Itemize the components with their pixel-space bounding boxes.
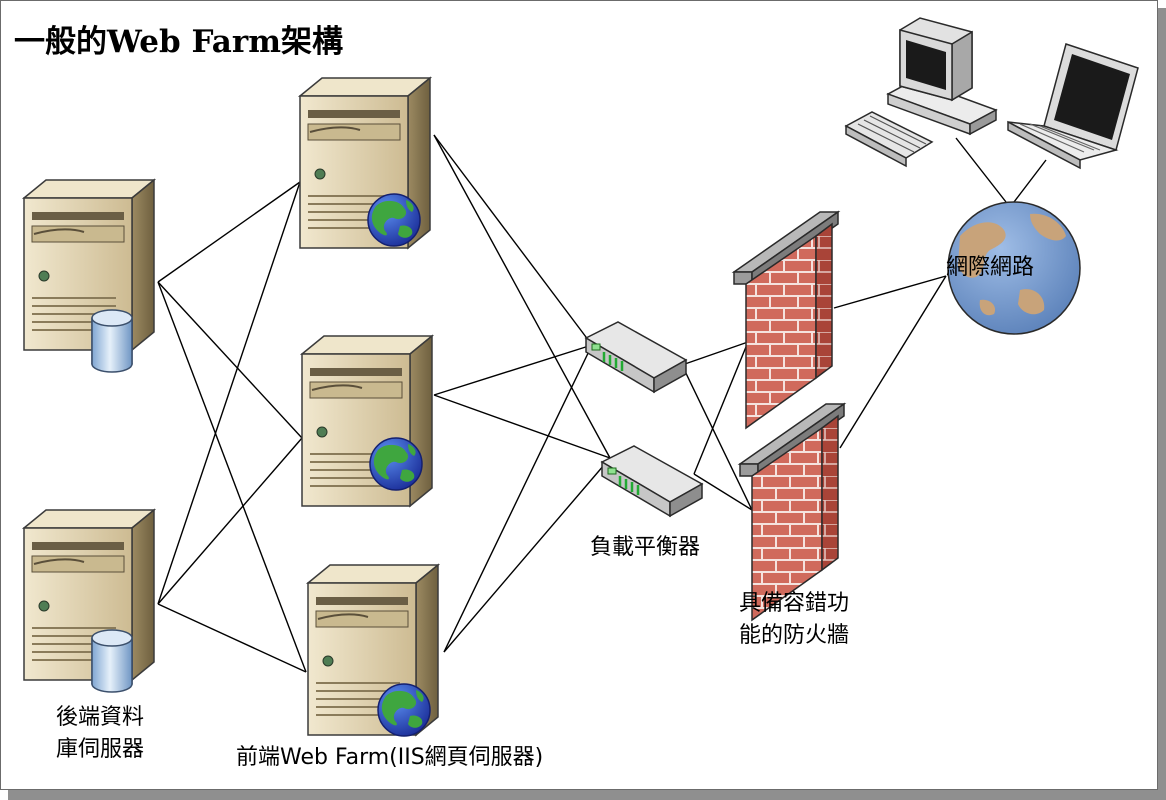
load-balancer-1 [584,320,688,394]
internet-globe [947,201,1081,335]
load-balancer-label: 負載平衡器 [590,535,701,560]
page-title: 一般的Web Farm架構 [14,24,344,60]
db-server-top [23,179,155,373]
backend-label-line1: 後端資料 [55,705,144,730]
firewall-label-line2: 能的防火牆 [738,623,849,648]
firewall-1 [733,211,839,429]
db-server-bottom [23,509,155,693]
connection-lines [157,134,1047,673]
frontend-label: 前端Web Farm(IIS網頁伺服器) [236,745,544,770]
internet-label: 網際網路 [946,255,1035,280]
firewall-label: 具備容錯功 能的防火牆 [724,588,864,652]
load-balancer-2 [600,444,704,518]
backend-label-line2: 庫伺服器 [55,737,144,762]
firewall-label-line1: 具備容錯功 [738,591,849,616]
backend-label: 後端資料 庫伺服器 [30,702,170,766]
web-server-2 [301,335,433,507]
frame-shadow-right [1158,8,1166,800]
laptop-computer [1007,43,1139,170]
web-server-3 [307,564,439,737]
web-server-1 [299,77,431,249]
frame-shadow-bottom [8,790,1166,800]
desktop-computer [844,17,998,168]
